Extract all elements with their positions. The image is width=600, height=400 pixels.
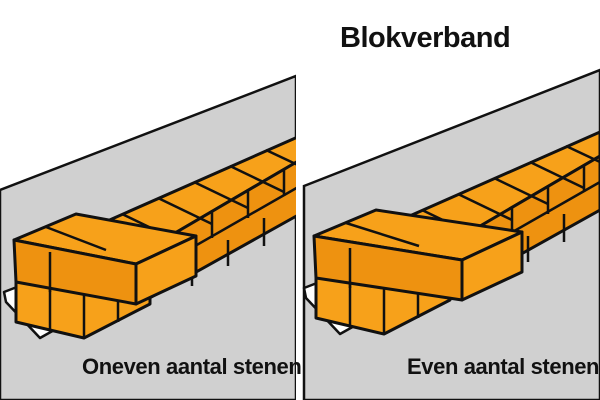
brick-joint [229, 164, 285, 194]
brick-joint [493, 176, 549, 206]
brick-joint [157, 196, 213, 226]
caption-even: Even aantal stenen [407, 354, 600, 379]
panel-right [302, 68, 600, 400]
brick-joint [45, 225, 107, 252]
brick-joint [265, 148, 301, 168]
brick-joint [457, 192, 513, 222]
brick-joint [345, 221, 420, 248]
corner-upper-side [460, 230, 524, 302]
brick-joint [565, 144, 600, 164]
diagram-title: Blokverband [340, 22, 511, 54]
brick-joint [529, 160, 585, 190]
caption-odd: Oneven aantal stenen [82, 354, 302, 379]
brick-joint [193, 180, 249, 210]
panel-left [0, 74, 302, 400]
corner-upper-side [134, 234, 198, 306]
wall-right [302, 130, 600, 336]
